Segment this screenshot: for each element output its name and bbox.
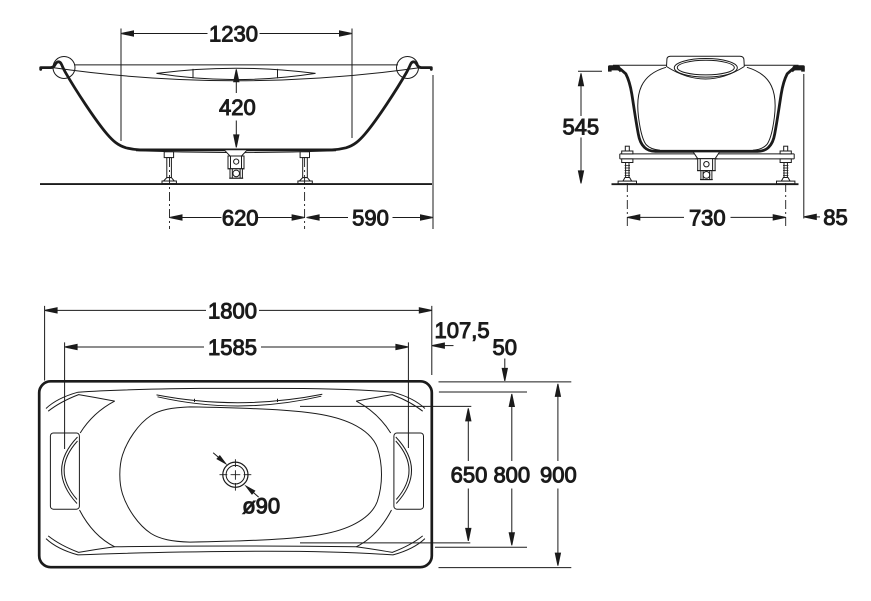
svg-text:50: 50 — [493, 335, 517, 360]
svg-text:590: 590 — [352, 205, 389, 230]
svg-text:420: 420 — [219, 95, 256, 120]
svg-text:545: 545 — [562, 115, 599, 140]
svg-text:620: 620 — [222, 205, 259, 230]
svg-text:650: 650 — [451, 463, 488, 488]
svg-text:730: 730 — [689, 205, 726, 230]
svg-text:1800: 1800 — [208, 298, 257, 323]
svg-text:ø90: ø90 — [242, 494, 280, 519]
svg-text:1230: 1230 — [209, 21, 258, 46]
svg-text:1585: 1585 — [208, 335, 257, 360]
svg-text:107,5: 107,5 — [435, 318, 490, 343]
svg-text:85: 85 — [823, 205, 847, 230]
svg-text:900: 900 — [540, 463, 577, 488]
svg-text:800: 800 — [493, 463, 530, 488]
